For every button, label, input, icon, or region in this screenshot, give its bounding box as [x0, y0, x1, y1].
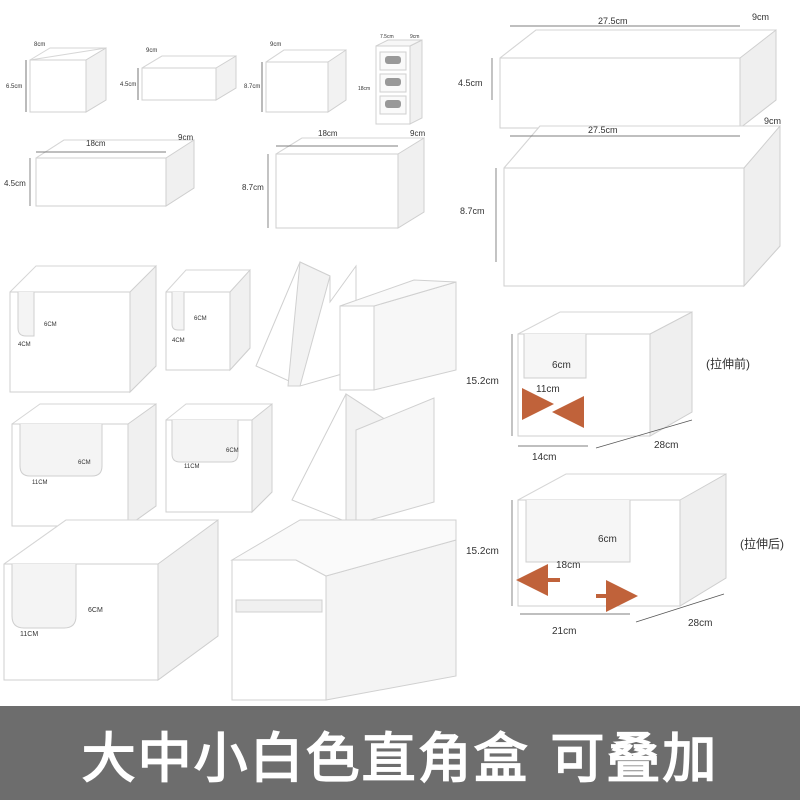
file-box-c: 6CM 11CM	[11, 403, 157, 527]
box-long-1: 27.5cm 9cm 4.5cm	[458, 12, 777, 130]
dim-label: 8.7cm	[460, 206, 485, 216]
dim-label: 6CM	[44, 322, 57, 328]
box-small-1: 8cm 6.5cm	[6, 42, 107, 113]
dim-label: 11CM	[32, 480, 48, 486]
dim-label: 9cm	[410, 34, 419, 40]
dim-label: 6CM	[78, 460, 91, 466]
banner-title: 大中小白色直角盒 可叠加	[81, 726, 719, 790]
dim-label: 11cm	[536, 384, 560, 395]
dim-label: 18cm	[556, 560, 580, 571]
box-small-2: 9cm 4.5cm	[120, 48, 237, 101]
dim-label: 11CM	[184, 464, 200, 470]
expandable-box-after: 15.2cm 6cm 18cm 21cm 28cm (拉伸后)	[466, 473, 784, 637]
dim-label: 6CM	[226, 448, 239, 454]
dim-label: 4.5cm	[4, 179, 26, 188]
dim-label: 8.7cm	[242, 183, 264, 192]
dim-label: 28cm	[688, 618, 712, 629]
dim-label: 6.5cm	[6, 84, 22, 90]
dim-label: 4.5cm	[458, 78, 483, 88]
dim-label: 9cm	[752, 12, 769, 22]
dim-label: 6CM	[194, 316, 207, 322]
dim-label: 9cm	[178, 133, 193, 142]
stacked-file-holders-3	[230, 519, 457, 701]
dim-label: 9cm	[270, 42, 281, 48]
dim-label: 27.5cm	[598, 16, 628, 26]
dim-label: 7.5cm	[380, 34, 394, 40]
drawer-unit: 7.5cm 9cm 18cm	[358, 34, 423, 125]
box-long-2: 27.5cm 9cm 8.7cm	[460, 116, 781, 288]
box-mid-2: 18cm 9cm 8.7cm	[242, 129, 425, 229]
stacked-file-holders-1	[255, 261, 457, 391]
dim-label: 6cm	[598, 534, 617, 545]
dim-label: 4CM	[18, 342, 31, 348]
dim-label: 6cm	[552, 360, 571, 371]
dim-label: 18cm	[358, 86, 370, 92]
caption-after: (拉伸后)	[740, 536, 784, 551]
dim-label: 8.7cm	[244, 84, 260, 90]
dim-label: 15.2cm	[466, 546, 499, 557]
title-banner: 大中小白色直角盒 可叠加	[0, 706, 800, 800]
dim-label: 6CM	[88, 607, 103, 614]
dim-label: 14cm	[532, 452, 556, 463]
file-box-e: 6CM 11CM	[3, 519, 219, 681]
caption-before: (拉伸前)	[706, 356, 750, 371]
dim-label: 27.5cm	[588, 125, 618, 135]
file-box-a: 6CM 4CM	[9, 264, 157, 394]
file-box-d: 6CM 11CM	[165, 402, 273, 514]
dim-label: 28cm	[654, 440, 678, 451]
dim-label: 15.2cm	[466, 376, 499, 387]
dim-label: 8cm	[34, 42, 45, 48]
dim-label: 18cm	[86, 139, 106, 148]
file-box-b: 6CM 4CM	[165, 268, 251, 372]
box-small-3: 9cm 8.7cm	[244, 42, 347, 113]
expandable-box-before: 15.2cm 6cm 11cm 14cm 28cm (拉伸前)	[466, 311, 750, 463]
dim-label: 9cm	[410, 129, 425, 138]
dim-label: 18cm	[318, 129, 338, 138]
dim-label: 4.5cm	[120, 82, 136, 88]
dim-label: 11CM	[20, 631, 38, 638]
dim-label: 4CM	[172, 338, 185, 344]
box-mid-1: 18cm 9cm 4.5cm	[4, 133, 195, 207]
dim-label: 21cm	[552, 626, 576, 637]
stacked-file-holders-2	[291, 393, 435, 525]
dim-label: 9cm	[764, 116, 781, 126]
dim-label: 9cm	[146, 48, 157, 54]
